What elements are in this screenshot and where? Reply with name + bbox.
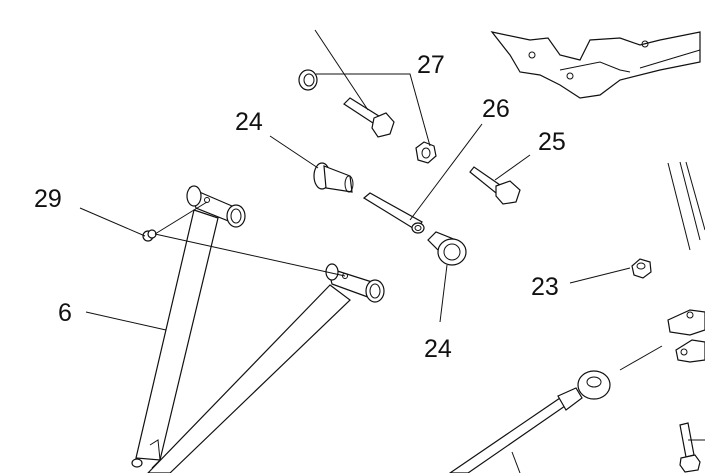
frame-rails xyxy=(667,161,705,363)
hex-bolt-25 xyxy=(469,166,521,205)
lock-nut-23 xyxy=(631,258,652,279)
callout-29: 29 xyxy=(34,185,62,213)
leader-6 xyxy=(85,311,167,331)
leader-29a xyxy=(79,207,146,237)
bolt-lower-right xyxy=(679,422,701,473)
pivot-sleeve-26 xyxy=(362,192,425,234)
flange-nut-27a xyxy=(298,69,318,91)
leader-tie-rod xyxy=(619,345,663,371)
leader-29c xyxy=(154,233,346,277)
callout-27: 27 xyxy=(417,51,445,79)
leader-25 xyxy=(494,154,531,181)
leader-23 xyxy=(569,267,631,284)
leader-26 xyxy=(409,123,483,221)
callout-24-lower: 24 xyxy=(424,335,452,363)
leader-lines xyxy=(79,29,705,441)
frame-bracket xyxy=(490,31,701,99)
leader-24-lower xyxy=(439,264,448,323)
leader-27 xyxy=(316,73,431,147)
bushing-24-lower xyxy=(427,231,467,266)
a-arm-6 xyxy=(131,185,385,473)
flange-nut-27b xyxy=(415,141,437,164)
grease-fitting-29 xyxy=(142,229,157,242)
tie-rod xyxy=(448,370,611,473)
callout-23: 23 xyxy=(531,273,559,301)
leader-29b xyxy=(154,201,208,235)
leader-top-bolt xyxy=(314,29,369,111)
callout-25: 25 xyxy=(538,128,566,156)
hex-bolt-upper xyxy=(343,97,395,138)
callout-24-upper: 24 xyxy=(235,108,263,136)
leader-24-upper xyxy=(269,135,319,169)
callout-26: 26 xyxy=(482,95,510,123)
callout-6: 6 xyxy=(58,299,72,327)
bushing-24-upper xyxy=(313,162,354,193)
